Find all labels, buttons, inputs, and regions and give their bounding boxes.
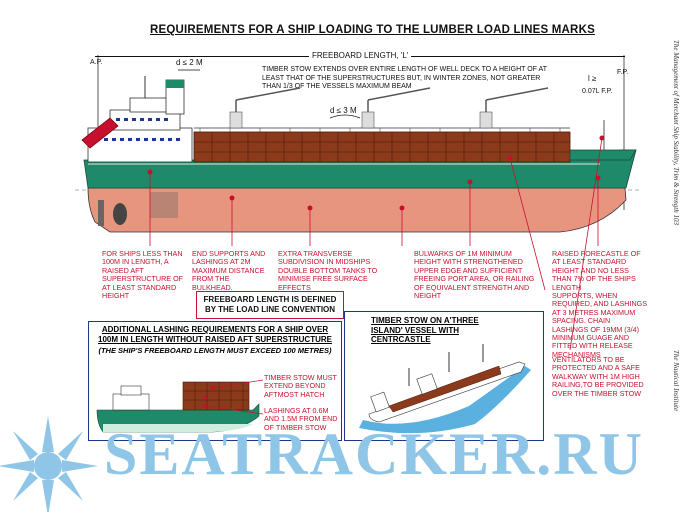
- panel-right-ship: [359, 344, 531, 434]
- fp-dist-label: 0.07L F.P.: [582, 88, 613, 95]
- panel-left-ship: [96, 379, 263, 433]
- panel-three-island: TIMBER STOW ON A'THREE ISLAND' VESSEL WI…: [344, 311, 544, 441]
- sidebar-publisher: The Nautical Institute: [672, 350, 680, 412]
- panel-left-note-lashings: LASHINGS AT 0.6M AND 1.5M FROM END OF TI…: [264, 406, 338, 432]
- fp-label: F.P.: [617, 69, 629, 76]
- note-bulwarks: BULWARKS OF 1M MINIMUM HEIGHT WITH STREN…: [414, 249, 535, 301]
- watermark-text: SEATRACKER.RU: [104, 421, 644, 487]
- freeboard-definition-box: FREEBOARD LENGTH IS DEFINED BY THE LOAD …: [196, 291, 344, 319]
- panel-left-subtitle: (THE SHIP'S FREEBOARD LENGTH MUST EXCEED…: [98, 346, 332, 355]
- note-ventilators: VENTILATORS TO BE PROTECTED AND A SAFE W…: [552, 355, 644, 398]
- watermark-logo-icon: [0, 416, 98, 512]
- sidebar-book-title: The Management of Merchant Ship Stabilit…: [672, 40, 680, 225]
- l-label: l ≥: [588, 74, 597, 83]
- note-aft-superstructure: FOR SHIPS LESS THAN 100M IN LENGTH, A RA…: [102, 249, 184, 301]
- d2m-label: d ≤ 2 M: [176, 58, 203, 67]
- note-forecastle: RAISED FORECASTLE OF AT LEAST STANDARD H…: [552, 249, 641, 292]
- freeboard-length-label: FREEBOARD LENGTH, 'L': [309, 51, 412, 60]
- panel-left-note-extend: TIMBER STOW MUST EXTEND BEYOND AFTMOST H…: [264, 373, 337, 399]
- note-supports: SUPPORTS, WHEN REQUIRED, AND LASHINGS AT…: [552, 291, 648, 359]
- timber-stow-note: TIMBER STOW EXTENDS OVER ENTIRE LENGTH O…: [262, 66, 547, 90]
- d3m-label: d ≤ 3 M: [330, 106, 357, 115]
- note-end-supports: END SUPPORTS AND LASHINGS AT 2M MAXIMUM …: [192, 249, 266, 292]
- panel-additional-lashing: ADDITIONAL LASHING REQUIREMENTS FOR A SH…: [88, 321, 342, 441]
- note-transverse: EXTRA TRANSVERSE SUBDIVISION IN MIDSHIPS…: [278, 249, 378, 292]
- ap-label: A.P.: [90, 59, 103, 66]
- page-title: REQUIREMENTS FOR A SHIP LOADING TO THE L…: [150, 24, 595, 36]
- panel-left-title: ADDITIONAL LASHING REQUIREMENTS FOR A SH…: [98, 325, 332, 344]
- panel-right-title: TIMBER STOW ON A'THREE ISLAND' VESSEL WI…: [371, 316, 479, 344]
